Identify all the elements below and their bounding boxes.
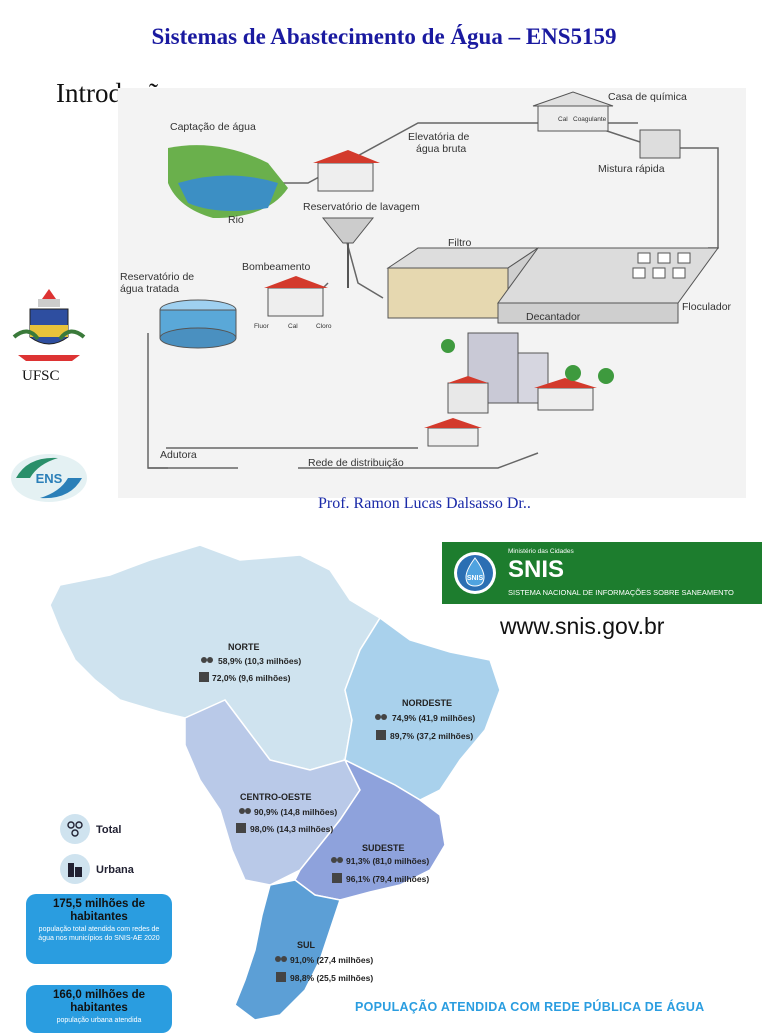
svg-text:ENS: ENS — [36, 471, 63, 486]
label-cal: Cal — [288, 323, 298, 330]
norte-total: 58,9% (10,3 milhões) — [218, 656, 301, 666]
stat-total-number: 175,5 milhões de habitantes — [52, 898, 146, 923]
pump-house — [264, 276, 328, 317]
pipelines — [147, 122, 719, 469]
centro-oeste-total: 90,9% (14,8 milhões) — [254, 807, 337, 817]
nordeste-total: 74,9% (41,9 milhões) — [392, 713, 475, 723]
label-reserv-tratada-1: Reservatório de — [120, 271, 194, 283]
centro-oeste-name: CENTRO-OESTE — [240, 792, 312, 802]
sudeste-name: SUDESTE — [362, 843, 405, 853]
region-nordeste — [344, 616, 501, 801]
svg-text:SNIS: SNIS — [467, 575, 484, 582]
sudeste-urbana: 96,1% (79,4 milhões) — [346, 874, 429, 884]
legend-total-label: Total — [96, 824, 122, 836]
label-adutora: Adutora — [160, 449, 197, 461]
snis-name: SNIS — [508, 556, 565, 583]
snis-url[interactable]: www.snis.gov.br — [500, 613, 665, 639]
region-sudeste — [294, 758, 446, 901]
label-elevatoria-1: Elevatória de — [408, 131, 469, 143]
region-sul — [234, 879, 341, 1021]
centro-oeste-label-group: CENTRO-OESTE 90,9% (14,8 milhões) 98,0% … — [240, 792, 337, 834]
label-casa-quimica: Casa de química — [608, 91, 687, 103]
label-floculador: Floculador — [682, 301, 732, 313]
label-cal-top: Cal — [558, 116, 568, 123]
norte-name: NORTE — [228, 642, 260, 652]
sul-label-group: SUL 91,0% (27,4 milhões) 98,8% (25,5 mil… — [290, 940, 373, 983]
water-supply-diagram: Captação de água Elevatória de água brut… — [118, 88, 746, 498]
page-title: Sistemas de Abastecimento de Água – ENS5… — [151, 24, 617, 49]
ens-logo: ENS — [11, 454, 87, 502]
city-illustration — [424, 332, 614, 447]
stat-urbana-number: 166,0 milhões de habitantes — [52, 989, 146, 1014]
stat-box-urbana: 166,0 milhões de habitantes população ur… — [26, 985, 172, 1033]
legend-urbana-label: Urbana — [96, 864, 134, 876]
centro-oeste-urbana: 98,0% (14,3 milhões) — [250, 824, 333, 834]
label-rio: Rio — [228, 214, 244, 226]
sudeste-total: 91,3% (81,0 milhões) — [346, 856, 429, 866]
legend-total-icon — [60, 814, 90, 844]
sul-urbana: 98,8% (25,5 milhões) — [290, 973, 373, 983]
water-drop-icon: SNIS — [454, 552, 496, 594]
label-filtro: Filtro — [448, 237, 471, 249]
label-bombeamento: Bombeamento — [242, 261, 310, 273]
map-caption: POPULAÇÃO ATENDIDA COM REDE PÚBLICA DE Á… — [355, 1000, 705, 1014]
label-fluor: Fluor — [254, 323, 270, 330]
ufsc-logo — [12, 289, 86, 361]
label-rede: Rede de distribuição — [308, 457, 404, 469]
chemical-house — [532, 91, 681, 159]
washwater-tower — [321, 217, 375, 288]
label-mistura: Mistura rápida — [598, 163, 665, 175]
snis-ministry: Ministério das Cidades — [508, 548, 574, 555]
label-cloro: Cloro — [316, 323, 332, 330]
stat-box-total: 175,5 milhões de habitantes população to… — [26, 894, 172, 964]
region-people-icons — [201, 657, 387, 962]
sul-total: 91,0% (27,4 milhões) — [290, 955, 373, 965]
brazil-map: NORTE 58,9% (10,3 milhões) 72,0% (9,6 mi… — [49, 544, 501, 1021]
nordeste-label-group: NORDESTE 74,9% (41,9 milhões) 89,7% (37,… — [390, 698, 475, 741]
snis-banner: SNIS Ministério das Cidades SNIS SISTEMA… — [442, 542, 762, 604]
label-captacao: Captação de água — [170, 121, 256, 133]
stat-urbana-desc: população urbana atendida — [56, 1017, 142, 1024]
legend-urbana-icon — [60, 854, 90, 884]
label-reserv-lavagem: Reservatório de lavagem — [303, 201, 420, 213]
treatment-plant — [386, 247, 719, 324]
label-coagulante: Coagulante — [573, 116, 607, 123]
nordeste-name: NORDESTE — [402, 698, 452, 708]
label-decantador: Decantador — [526, 311, 581, 323]
label-reserv-tratada-2: água tratada — [120, 283, 179, 295]
elevatoria-building — [313, 150, 380, 192]
stat-total-desc: população total atendida com redes de ág… — [38, 926, 160, 942]
region-building-icons — [199, 672, 386, 982]
norte-urbana: 72,0% (9,6 milhões) — [212, 673, 291, 683]
author-name: Prof. Ramon Lucas Dalsasso Dr.. — [318, 495, 531, 512]
norte-label-group: NORTE 58,9% (10,3 milhões) 72,0% (9,6 mi… — [212, 642, 301, 683]
sul-name: SUL — [297, 940, 316, 950]
ufsc-label: UFSC — [22, 368, 60, 384]
treated-water-reservoir — [159, 299, 237, 349]
nordeste-urbana: 89,7% (37,2 milhões) — [390, 731, 473, 741]
label-elevatoria-2: água bruta — [416, 143, 466, 155]
snis-full-name: SISTEMA NACIONAL DE INFORMAÇÕES SOBRE SA… — [508, 588, 734, 597]
sudeste-label-group: SUDESTE 91,3% (81,0 milhões) 96,1% (79,4… — [346, 843, 429, 884]
